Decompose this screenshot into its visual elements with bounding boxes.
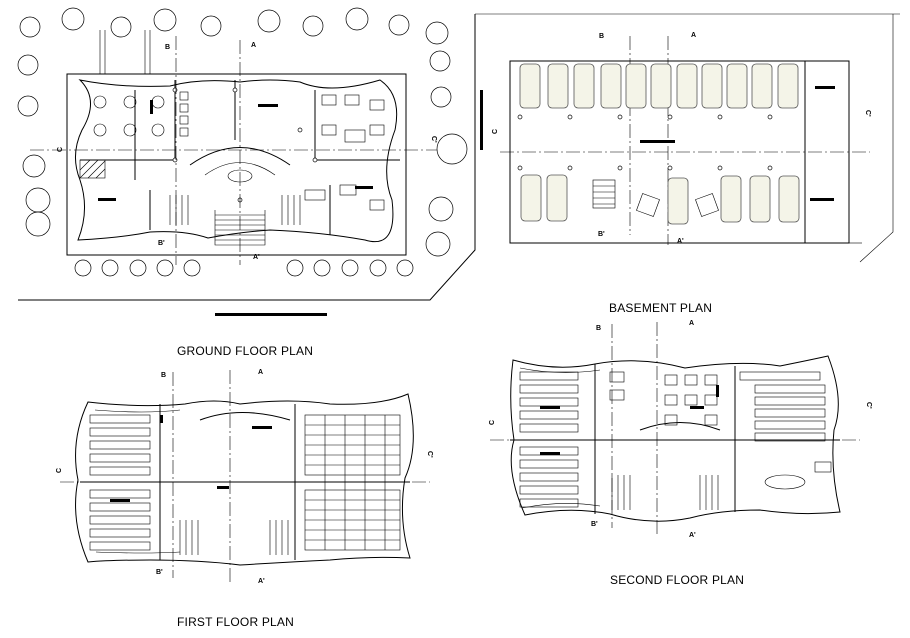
ground-floor-plan: B A B' A' C C' GROUND FLOOR PLAN: [17, 7, 900, 358]
section-mark-a: A: [689, 320, 694, 327]
section-mark-a-prime: A': [253, 254, 260, 261]
second-floor-plan-title: SECOND FLOOR PLAN: [610, 573, 744, 587]
desk-grid: [739, 371, 826, 442]
section-mark-b: B: [165, 44, 170, 51]
parking-row-top: [519, 63, 799, 109]
section-mark-c: C: [489, 420, 496, 425]
section-mark-b: B: [599, 33, 604, 40]
section-mark-b: B: [161, 372, 166, 379]
section-mark-b: B: [596, 325, 601, 332]
section-mark-c-prime: C': [426, 451, 433, 458]
section-mark-a: A: [258, 369, 263, 376]
first-floor-plan: B A B' A' C C' FIRST FLOOR PLAN: [56, 369, 433, 629]
section-mark-b-prime: B': [591, 521, 598, 528]
section-mark-c: C: [56, 468, 63, 473]
section-mark-a: A: [691, 32, 696, 39]
tree-row-top: [17, 7, 468, 257]
basement-plan-title: BASEMENT PLAN: [609, 301, 712, 315]
section-mark-c: C: [492, 129, 499, 134]
section-mark-c-prime: C': [430, 136, 437, 143]
tree-row-bottom: [74, 259, 414, 277]
section-mark-c-prime: C': [865, 402, 872, 409]
section-mark-a-prime: A': [258, 578, 265, 585]
section-mark-a-prime: A': [677, 238, 684, 245]
parking-row-bottom: [520, 174, 800, 225]
section-mark-a: A: [251, 42, 256, 49]
section-mark-b-prime: B': [158, 240, 165, 247]
seating-right: [304, 414, 401, 551]
section-mark-b-prime: B': [156, 569, 163, 576]
section-mark-c: C: [57, 147, 64, 152]
section-mark-c-prime: C': [864, 110, 871, 117]
seating-left: [89, 414, 151, 551]
second-floor-plan: B A B' A' C C' SECOND FLOOR PLAN: [489, 320, 872, 587]
ground-floor-plan-title: GROUND FLOOR PLAN: [177, 344, 313, 358]
basement-plan: B A B' A' C C' BASEMENT PLAN: [480, 14, 894, 315]
section-mark-a-prime: A': [689, 532, 696, 539]
first-floor-plan-title: FIRST FLOOR PLAN: [177, 615, 294, 629]
section-mark-b-prime: B': [598, 231, 605, 238]
